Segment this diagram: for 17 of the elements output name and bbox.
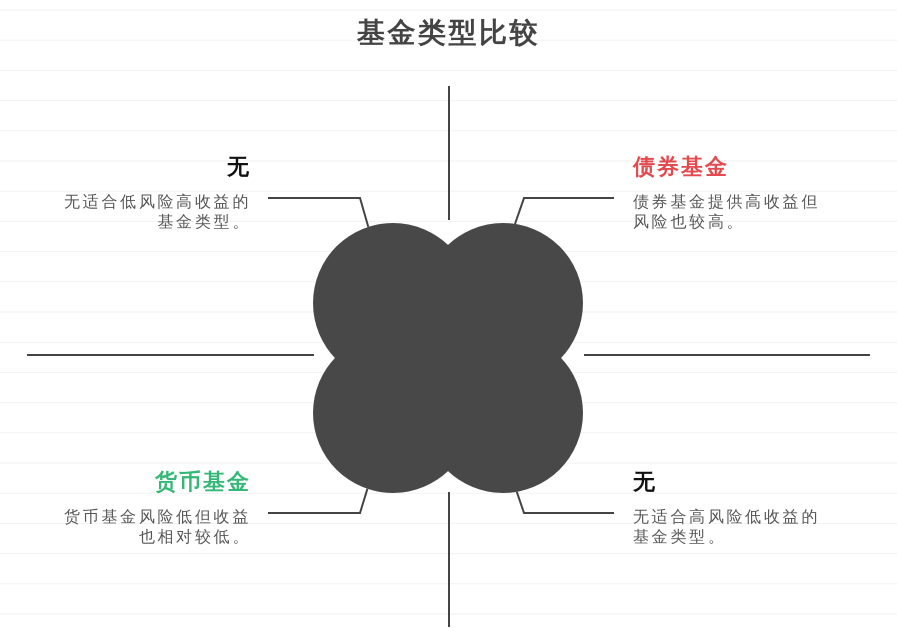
leader-line xyxy=(516,491,614,514)
quadrant-description: 无适合高风险低收益的基金类型。 xyxy=(633,507,821,547)
leader-line xyxy=(514,197,614,224)
lobe-shape xyxy=(448,223,583,358)
quadrant-description: 货币基金风险低但收益也相对较低。 xyxy=(63,507,251,547)
lobe-shape xyxy=(448,358,583,493)
lobe-shape xyxy=(313,358,448,493)
leader-line xyxy=(268,488,368,514)
diagram-title: 基金类型比较 xyxy=(356,15,541,51)
quadrant-description: 无适合低风险高收益的基金类型。 xyxy=(63,192,251,232)
quadrant-description: 债券基金提供高收益但风险也较高。 xyxy=(633,192,821,232)
quadrant-heading: 无 xyxy=(227,153,251,182)
leader-line xyxy=(268,197,370,228)
quadrant-heading: 货币基金 xyxy=(155,468,251,497)
quadrant-heading: 无 xyxy=(633,468,657,497)
quadrant-heading: 债券基金 xyxy=(633,153,729,182)
lobe-shape xyxy=(313,223,448,358)
